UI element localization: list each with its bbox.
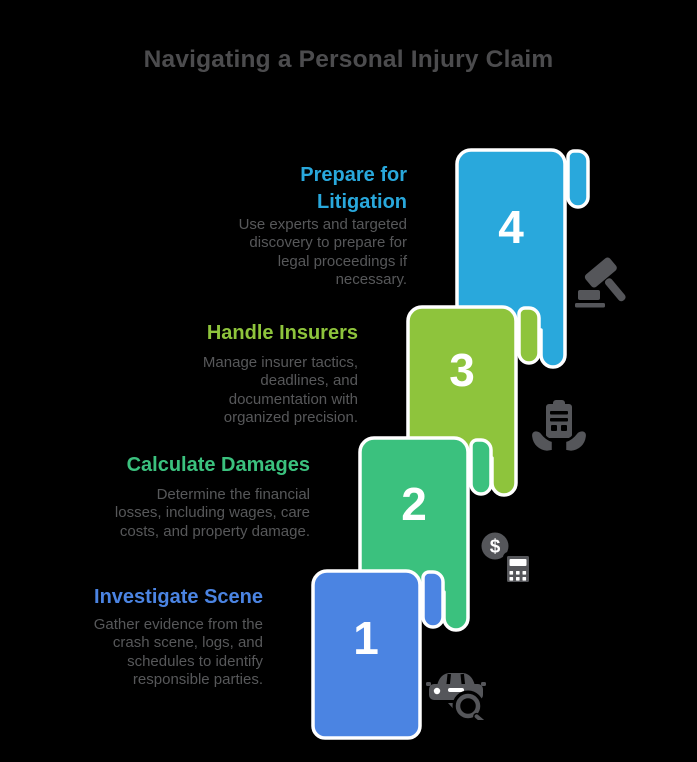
step-2-description: Determine the financial losses, includin… (114, 486, 310, 540)
ribbon-group (311, 148, 590, 740)
page-title: Navigating a Personal Injury Claim (143, 46, 554, 73)
ribbon-step-1 (311, 569, 422, 740)
clipboard-hands-icon (529, 400, 589, 454)
ribbon-flap-1 (421, 570, 445, 629)
step-4-description: Use experts and targeted discovery to pr… (238, 216, 407, 289)
ribbon-flap-3 (517, 306, 541, 365)
step-2-number: 2 (401, 478, 427, 530)
svg-text:$: $ (490, 537, 501, 558)
step-1-description: Gather evidence from the crash scene, lo… (93, 616, 263, 689)
step-3-title: Handle Insurers (206, 322, 358, 344)
ribbon-flap-4 (566, 149, 590, 209)
car-search-icon (426, 673, 486, 720)
step-3-number: 3 (449, 344, 475, 396)
ribbon-flap-2 (469, 438, 493, 496)
step-4-number: 4 (498, 201, 524, 253)
step-3-description: Manage insurer tactics, deadlines, and d… (202, 354, 358, 427)
step-1-number: 1 (353, 612, 379, 664)
gavel-icon (575, 257, 626, 308)
step-4-title: Prepare for Litigation (300, 164, 407, 213)
step-2-title: Calculate Damages (126, 454, 310, 476)
dollar-calculator-icon: $ (481, 532, 533, 586)
step-1-title: Investigate Scene (94, 586, 263, 608)
